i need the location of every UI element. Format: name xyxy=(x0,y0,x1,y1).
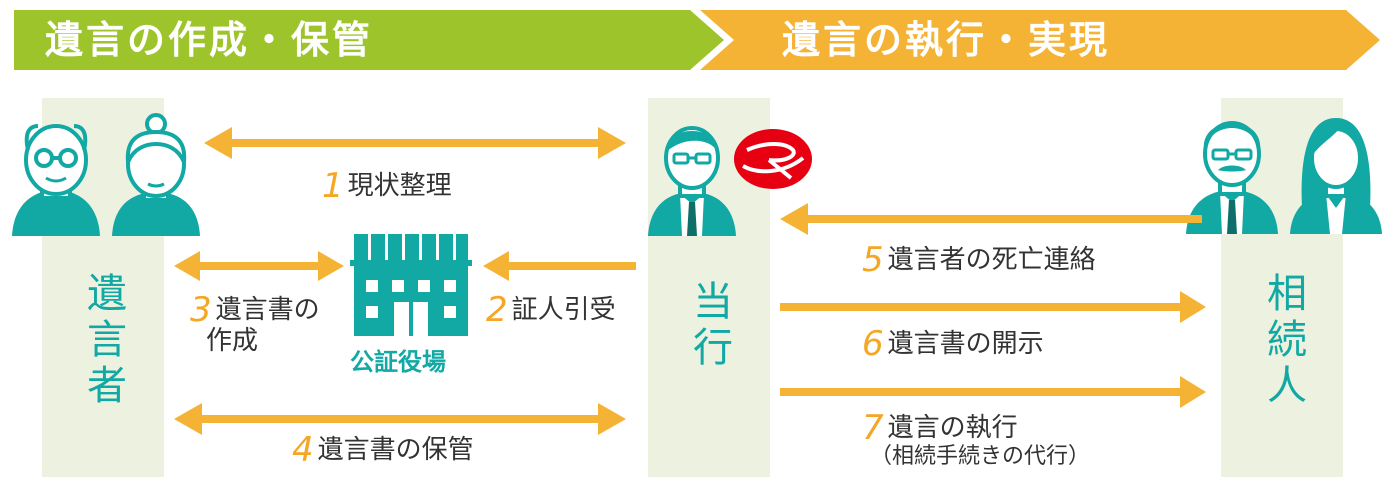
step-1-text: 現状整理 xyxy=(347,171,452,201)
step-7-number: 7 xyxy=(862,408,884,448)
step4-double-arrow xyxy=(174,403,626,435)
process-banner xyxy=(14,10,1380,70)
step-2-text: 証人引受 xyxy=(511,295,616,325)
step-3-text-line1: 遺言書の xyxy=(215,295,320,325)
step3-double-arrow xyxy=(174,251,344,281)
step-5-number: 5 xyxy=(862,240,884,280)
step1-double-arrow xyxy=(204,127,626,159)
step7-right-arrow xyxy=(780,376,1206,408)
heirs-label: 相続人 xyxy=(1260,272,1306,410)
step-7-text-line1: 遺言の執行 xyxy=(887,413,1018,443)
heir-woman-icon xyxy=(1290,118,1382,234)
step-1-number: 1 xyxy=(322,166,344,206)
testator-label: 遺言者 xyxy=(80,272,126,410)
notary-office-label: 公証役場 xyxy=(350,348,446,376)
step-3-number: 3 xyxy=(190,290,212,330)
step-4-text: 遺言書の保管 xyxy=(317,435,474,465)
heir-man-icon xyxy=(1186,121,1278,234)
step-4-number: 4 xyxy=(292,430,314,470)
banner-left-arrow xyxy=(14,10,724,70)
step2-left-arrow xyxy=(483,251,636,281)
step6-right-arrow xyxy=(780,291,1206,323)
elderly-woman-icon xyxy=(112,113,200,236)
banner-right-title: 遺言の執行・実現 xyxy=(782,18,1111,62)
step-7-label-line2: （相続手続きの代行） xyxy=(870,444,1091,469)
step-3-label-line2: 作成 xyxy=(206,326,259,356)
elderly-man-icon xyxy=(12,124,100,236)
bank-label: 当行 xyxy=(686,280,732,372)
bank-logo-icon xyxy=(734,129,812,189)
banner-right-arrow xyxy=(700,10,1380,70)
bank-staff-icon xyxy=(648,126,736,236)
notary-office-building-icon xyxy=(350,234,472,336)
step-6-text: 遺言書の開示 xyxy=(887,329,1044,359)
step-6-number: 6 xyxy=(862,324,884,364)
step5-left-arrow xyxy=(780,203,1202,235)
step-2-number: 2 xyxy=(486,290,508,330)
banner-left-title: 遺言の作成・保管 xyxy=(45,18,374,62)
step-5-text: 遺言者の死亡連絡 xyxy=(887,245,1096,275)
